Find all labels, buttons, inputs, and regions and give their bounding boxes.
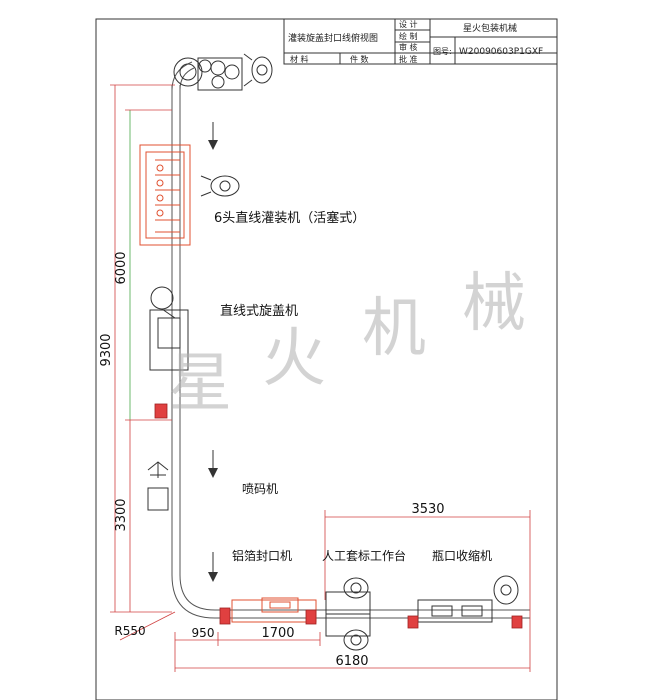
tb-drawing-no-label: 图号: xyxy=(433,47,452,56)
flow-arrow-1 xyxy=(208,122,218,150)
operator-icon-filler xyxy=(200,175,240,197)
capper-machine xyxy=(149,286,189,371)
watermark-char-3: 机 xyxy=(362,292,426,366)
tb-drawing-title: 灌装旋盖封口线俯视图 xyxy=(288,32,378,44)
dim-9300: 9300 xyxy=(99,333,114,366)
tb-company: 星火包装机械 xyxy=(463,22,517,34)
filler-machine xyxy=(139,144,191,246)
dim-950: 950 xyxy=(192,626,215,640)
watermark-char-1: 星 xyxy=(168,347,232,421)
operator-icon-top xyxy=(243,53,273,87)
flow-arrow-3 xyxy=(208,552,218,582)
dim-r550: R550 xyxy=(114,624,145,638)
coder-machine xyxy=(147,461,169,511)
watermark-char-2: 火 xyxy=(262,322,326,396)
tb-check: 审 核 xyxy=(399,42,418,52)
label-labeling: 人工套标工作台 xyxy=(322,548,406,563)
label-capper: 直线式旋盖机 xyxy=(220,304,298,319)
title-block: 设 计 绘 制 审 核 批 准 星火包装机械 灌装旋盖封口线俯视图 材 料 件 … xyxy=(283,18,558,65)
sensor-block xyxy=(154,403,168,419)
labeling-workstation xyxy=(325,591,371,637)
dim-vertical xyxy=(110,84,175,613)
watermark-char-4: 械 xyxy=(462,267,526,341)
flow-arrow-2 xyxy=(208,450,218,478)
label-shrinker: 瓶口收缩机 xyxy=(432,548,492,563)
dim-horizontal xyxy=(119,510,531,672)
shrink-machine xyxy=(407,599,523,629)
label-foil-sealer: 铝箔封口机 xyxy=(232,548,292,563)
tb-design: 设 计 xyxy=(399,19,418,29)
operator-icon-shrink xyxy=(493,575,519,605)
dim-3300: 3300 xyxy=(114,498,129,531)
bottle-turntable xyxy=(173,57,243,91)
tb-material: 材 料 xyxy=(290,54,309,64)
operator-icon-label-bottom xyxy=(343,629,369,651)
dim-6000: 6000 xyxy=(114,251,129,284)
dim-3530: 3530 xyxy=(411,502,444,517)
tb-drawing: 绘 制 xyxy=(399,31,418,41)
tb-approve: 批 准 xyxy=(399,54,418,64)
operator-icon-label-top xyxy=(343,577,369,599)
label-filler: 6头直线灌装机（活塞式） xyxy=(214,210,365,226)
dim-1700: 1700 xyxy=(261,626,294,641)
foil-sealer-machine xyxy=(219,597,317,625)
tb-quantity: 件 数 xyxy=(350,54,369,64)
tb-drawing-no: W20090603P1GXF xyxy=(459,47,543,57)
label-coder: 喷码机 xyxy=(242,482,278,496)
dim-6180: 6180 xyxy=(335,654,368,669)
